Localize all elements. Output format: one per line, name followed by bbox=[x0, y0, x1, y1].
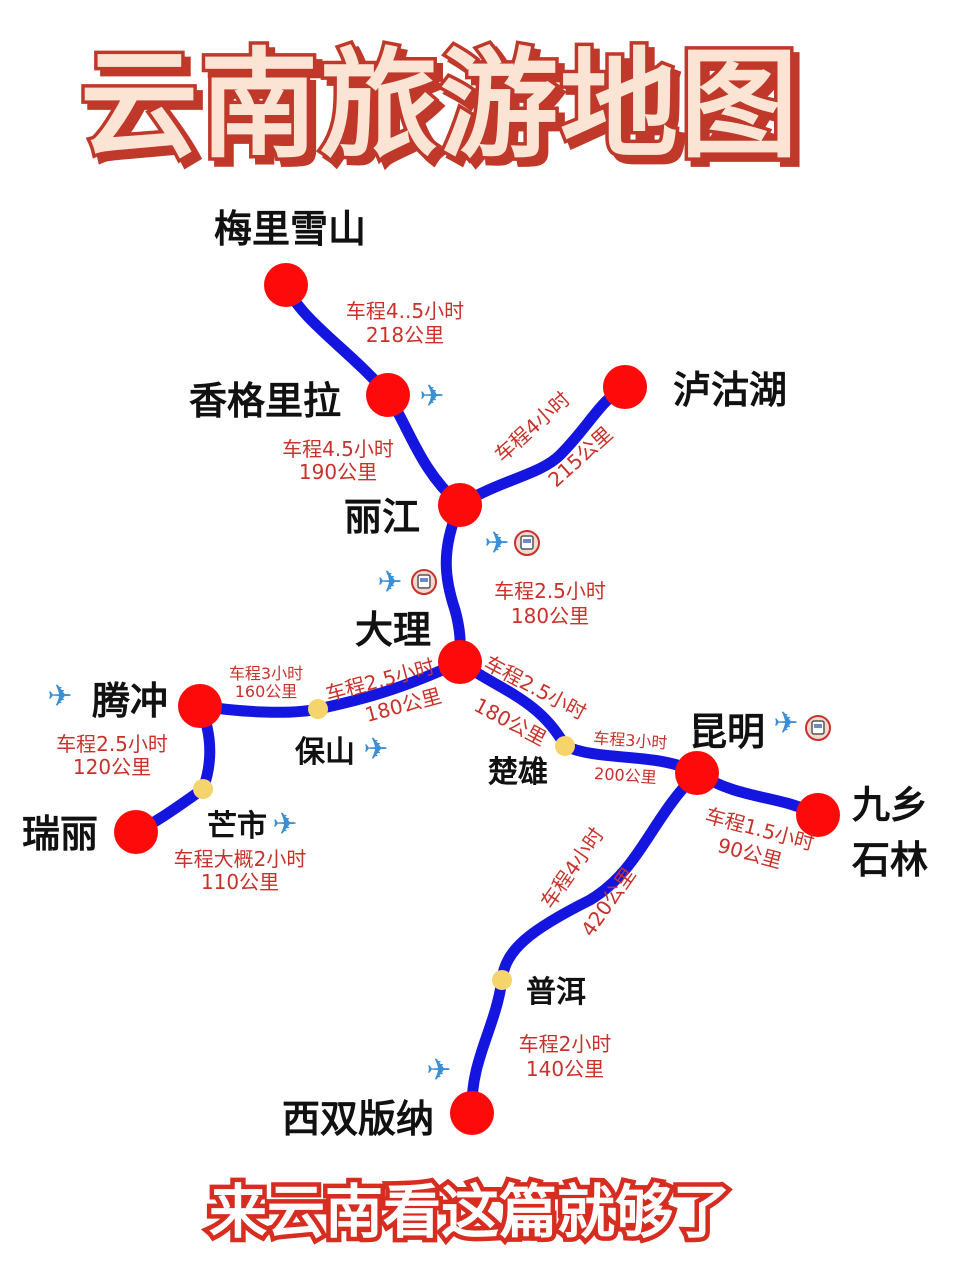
route-lijiang-dali bbox=[440, 499, 466, 668]
route-time: 车程4.5小时 bbox=[282, 437, 394, 461]
route-time: 车程2.5小时 bbox=[494, 579, 606, 603]
node-shangrila[interactable] bbox=[366, 373, 410, 417]
route-distance: 160公里 bbox=[235, 682, 298, 701]
train-icon bbox=[411, 569, 437, 595]
train-icon bbox=[805, 715, 831, 741]
node-baoshan[interactable] bbox=[308, 699, 328, 719]
node-jiuxiang[interactable] bbox=[796, 793, 840, 837]
plane-icon: ✈ bbox=[47, 679, 72, 714]
map-title: 云南旅游地图 bbox=[80, 36, 800, 174]
plane-icon: ✈ bbox=[773, 706, 798, 741]
slogan: 来云南看这篇就够了 bbox=[209, 1178, 731, 1246]
route-time: 车程3小时 bbox=[593, 728, 668, 752]
node-meili[interactable] bbox=[264, 263, 308, 307]
label-shangrila: 香格里拉 bbox=[189, 379, 341, 423]
label-baoshan: 保山 bbox=[295, 735, 355, 770]
node-tengchong[interactable] bbox=[178, 684, 222, 728]
plane-icon: ✈ bbox=[419, 379, 444, 414]
plane-icon: ✈ bbox=[484, 526, 509, 561]
route-distance: 200公里 bbox=[594, 764, 658, 787]
route-time: 车程3小时 bbox=[229, 664, 303, 683]
label-kunming: 昆明 bbox=[689, 710, 765, 754]
route-distance: 140公里 bbox=[526, 1057, 604, 1081]
node-kunming[interactable] bbox=[675, 751, 719, 795]
label-chuxiong: 楚雄 bbox=[488, 755, 548, 790]
node-lugu[interactable] bbox=[603, 365, 647, 409]
node-xishuangbanna[interactable] bbox=[450, 1091, 494, 1135]
distance-labels: 车程4..5小时 218公里 车程4.5小时 190公里 车程4小时 215公里… bbox=[56, 299, 817, 1081]
node-chuxiong[interactable] bbox=[555, 736, 575, 756]
train-icon bbox=[514, 530, 540, 556]
node-mangshi[interactable] bbox=[193, 779, 213, 799]
node-lijiang[interactable] bbox=[438, 483, 482, 527]
route-distance: 218公里 bbox=[366, 323, 444, 347]
label-lugu: 泸沽湖 bbox=[673, 368, 787, 412]
route-kunming-xishuangbanna bbox=[466, 767, 703, 1119]
route-lijiang-lugu bbox=[454, 381, 631, 511]
label-puer: 普洱 bbox=[526, 975, 586, 1010]
plane-icon: ✈ bbox=[272, 807, 297, 842]
label-meili: 梅里雪山 bbox=[214, 207, 366, 251]
node-dali[interactable] bbox=[438, 640, 482, 684]
route-distance: 180公里 bbox=[511, 604, 589, 628]
route-time: 车程2小时 bbox=[519, 1032, 612, 1056]
plane-icon: ✈ bbox=[377, 565, 402, 600]
label-xishuangbanna: 西双版纳 bbox=[282, 1097, 434, 1141]
plane-icon: ✈ bbox=[426, 1053, 451, 1088]
nodes bbox=[114, 263, 840, 1135]
node-ruili[interactable] bbox=[114, 810, 158, 854]
label-tengchong: 腾冲 bbox=[92, 679, 168, 723]
label-ruili: 瑞丽 bbox=[22, 812, 98, 856]
label-jiuxiang-1: 九乡 bbox=[852, 783, 928, 827]
label-lijiang: 丽江 bbox=[344, 495, 420, 539]
label-mangshi: 芒市 bbox=[207, 809, 267, 844]
node-puer[interactable] bbox=[492, 970, 512, 990]
route-distance: 120公里 bbox=[73, 755, 151, 779]
route-time: 车程大概2小时 bbox=[174, 847, 307, 871]
label-dali: 大理 bbox=[355, 608, 431, 652]
transport-icons: ✈ ✈ ✈ ✈ ✈ ✈ ✈ ✈ bbox=[47, 379, 831, 1088]
route-time: 车程2.5小时 bbox=[56, 732, 168, 756]
place-labels: 梅里雪山 香格里拉 丽江 泸沽湖 大理 腾冲 保山 瑞丽 芒市 楚雄 昆明 九乡… bbox=[22, 207, 928, 1141]
route-distance: 190公里 bbox=[299, 460, 377, 484]
route-distance: 110公里 bbox=[201, 870, 279, 894]
route-time: 车程4..5小时 bbox=[346, 299, 464, 323]
label-jiuxiang-2: 石林 bbox=[852, 838, 928, 882]
plane-icon: ✈ bbox=[363, 732, 388, 767]
